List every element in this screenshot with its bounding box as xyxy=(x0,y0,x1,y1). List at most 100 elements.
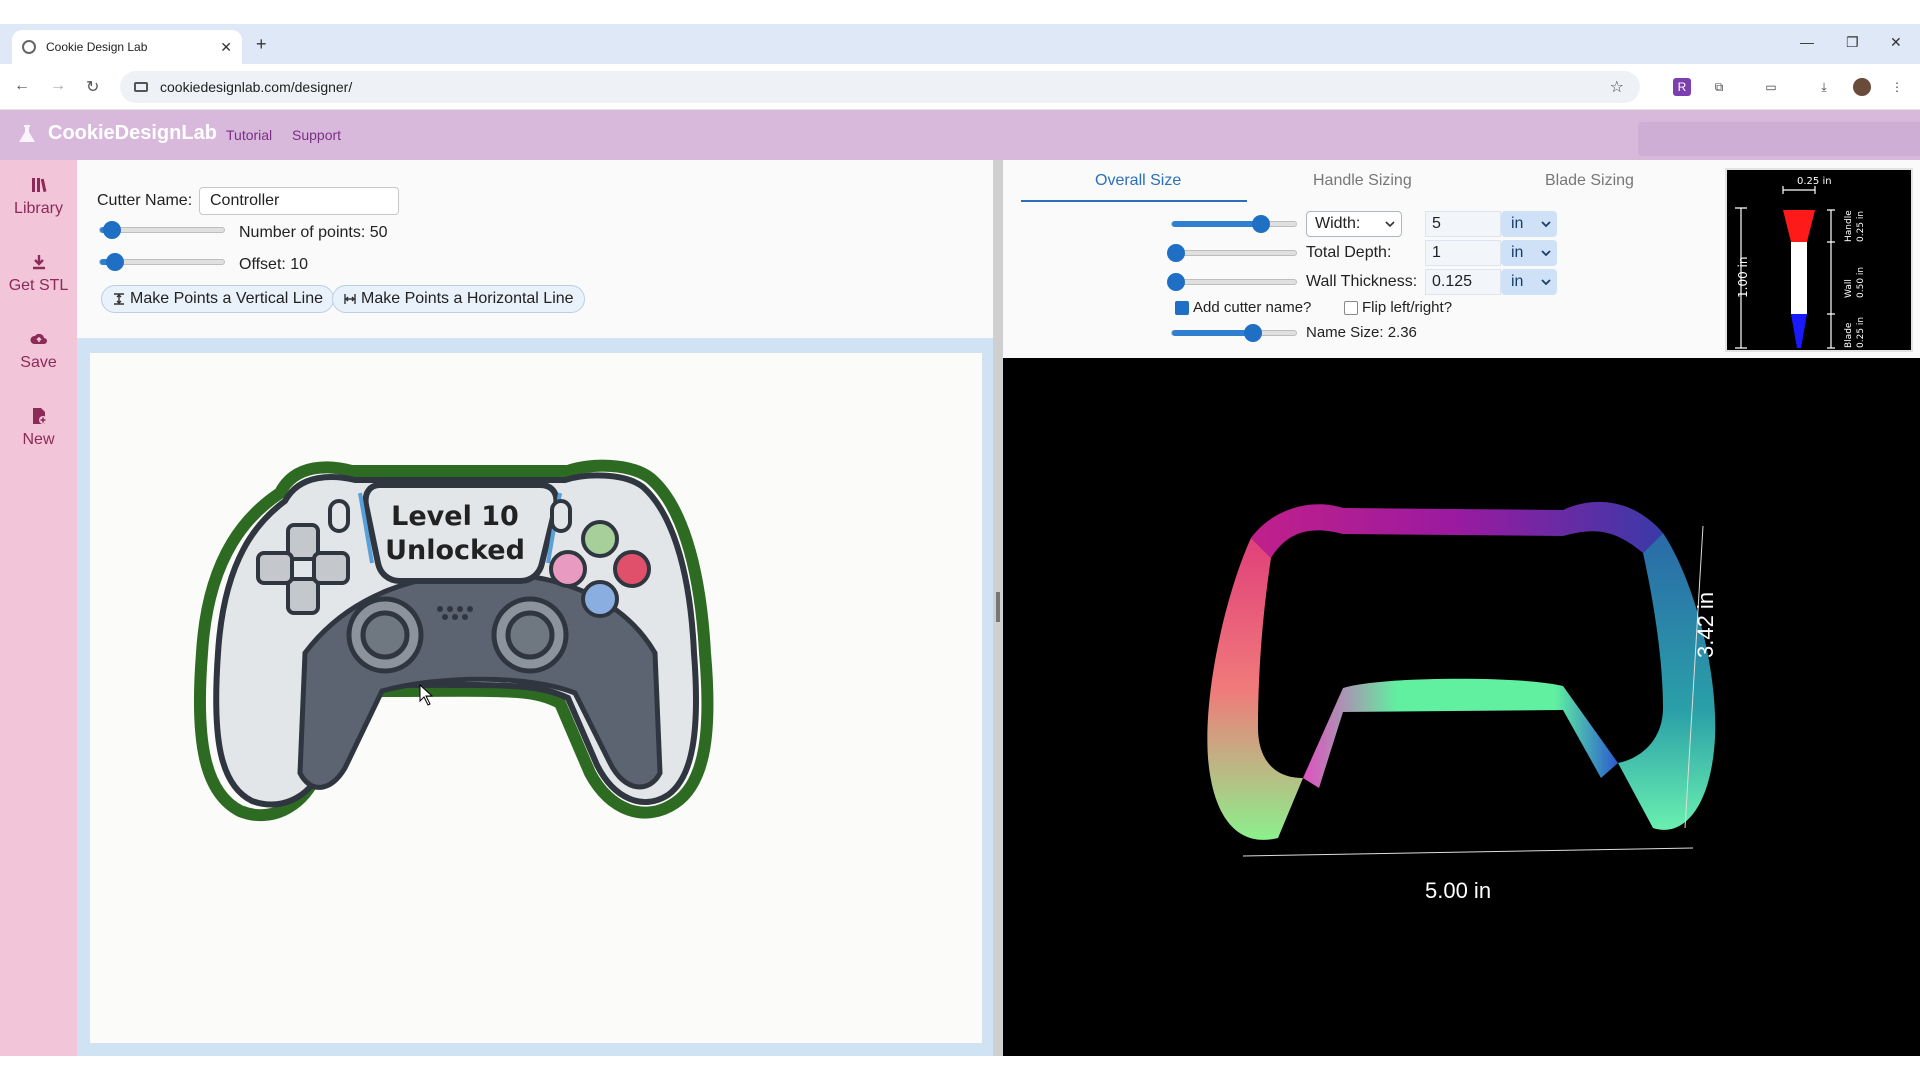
3d-preview-viewport[interactable]: 5.00 in 3.42 in xyxy=(1003,358,1920,1056)
profile-handle-label: Handle xyxy=(1844,210,1854,242)
profile-wall xyxy=(1791,242,1807,314)
name-size-label: Name Size: 2.36 xyxy=(1306,324,1417,341)
browser-tab[interactable]: Cookie Design Lab ✕ xyxy=(12,30,242,64)
wall-unit-select[interactable]: in xyxy=(1501,269,1557,295)
downloads-icon[interactable]: ⤓ xyxy=(1821,80,1827,94)
wall-thickness-label: Wall Thickness: xyxy=(1306,273,1418,290)
close-window-icon[interactable]: ✕ xyxy=(1890,34,1902,50)
canvas-text-line2: Unlocked xyxy=(385,535,525,566)
offset-slider[interactable] xyxy=(99,253,225,271)
close-tab-icon[interactable]: ✕ xyxy=(220,38,232,55)
tab-overall-size[interactable]: Overall Size xyxy=(1095,172,1182,189)
width-slider[interactable] xyxy=(1171,215,1297,233)
face-buttons xyxy=(549,520,651,618)
designer-controls: Cutter Name: Controller Number of points… xyxy=(77,160,993,338)
globe-icon xyxy=(22,40,36,54)
puzzle-icon[interactable]: ⧉ xyxy=(1714,80,1724,94)
support-link[interactable]: Support xyxy=(292,127,342,143)
sizing-controls: Overall Size Handle Sizing Blade Sizing … xyxy=(1003,160,1920,358)
points-label: Number of points: 50 xyxy=(239,224,388,241)
vertical-line-label: Make Points a Vertical Line xyxy=(130,290,323,307)
width-unit-select[interactable]: in xyxy=(1501,211,1557,237)
depth-slider[interactable] xyxy=(1166,244,1297,262)
profile-blade-label: Blade xyxy=(1844,322,1854,348)
cutter-name-input[interactable]: Controller xyxy=(199,187,399,215)
profile-top-label: 0.25 in xyxy=(1797,176,1832,187)
tab-handle-sizing[interactable]: Handle Sizing xyxy=(1313,172,1412,189)
width-input[interactable]: 5 xyxy=(1425,211,1501,237)
forward-icon[interactable]: → xyxy=(50,77,66,94)
designer-panel: Cutter Name: Controller Number of points… xyxy=(77,160,993,1056)
depth-dimension-label: 3.42 in xyxy=(1693,591,1718,658)
app-header: CookieDesignLab Tutorial Support xyxy=(0,110,1920,160)
profile-wall-value: 0.50 in xyxy=(1856,267,1866,298)
render-top-band xyxy=(1251,501,1663,558)
sidebar-item-library[interactable]: Library xyxy=(0,176,77,218)
new-file-icon xyxy=(32,408,47,424)
horizontal-line-label: Make Points a Horizontal Line xyxy=(361,290,574,307)
new-tab-icon[interactable]: + xyxy=(256,34,267,54)
depth-unit-value: in xyxy=(1511,244,1524,261)
points-slider[interactable] xyxy=(99,221,225,239)
minimize-icon[interactable]: — xyxy=(1800,34,1814,50)
sidebar-item-get-stl[interactable]: Get STL xyxy=(0,253,77,295)
profile-handle xyxy=(1783,210,1815,242)
site-info-icon[interactable] xyxy=(134,82,148,92)
sidebar-label-get-stl: Get STL xyxy=(8,277,69,294)
depth-unit-select[interactable]: in xyxy=(1501,240,1557,266)
tutorial-link[interactable]: Tutorial xyxy=(226,127,273,143)
render-bottom-bridge xyxy=(1303,678,1618,788)
width-unit-value: in xyxy=(1511,215,1524,232)
reload-icon[interactable]: ↻ xyxy=(86,79,100,96)
divider-grip[interactable] xyxy=(996,592,1000,622)
active-tab-indicator xyxy=(1021,200,1247,202)
profile-wall-label: Wall xyxy=(1844,279,1854,298)
flip-checkbox[interactable] xyxy=(1344,301,1358,315)
chevron-down-icon xyxy=(1541,279,1551,286)
horizontal-line-button[interactable]: Make Points a Horizontal Line xyxy=(332,285,585,313)
brand-logo[interactable]: CookieDesignLab xyxy=(18,122,217,145)
panel-divider[interactable] xyxy=(993,160,1003,1056)
3d-cutter-render[interactable] xyxy=(1003,358,1920,1056)
cutter-outline xyxy=(193,459,714,822)
depth-input[interactable]: 1 xyxy=(1425,240,1501,266)
name-size-slider[interactable] xyxy=(1171,324,1297,342)
wall-thickness-input[interactable]: 0.125 xyxy=(1425,269,1501,295)
cutter-name-label: Cutter Name: xyxy=(97,192,193,209)
design-canvas[interactable]: Level 10 Unlocked xyxy=(89,352,983,1044)
dimension-select[interactable]: Width: xyxy=(1306,211,1402,237)
flask-icon xyxy=(19,124,35,142)
sidebar-item-save[interactable]: Save xyxy=(0,330,77,372)
analog-sticks xyxy=(346,596,569,674)
bookmark-star-icon[interactable]: ☆ xyxy=(1609,79,1624,96)
menu-dots-icon[interactable]: ⋮ xyxy=(1891,80,1903,94)
tab-search-icon[interactable]: ▭ xyxy=(1765,80,1777,94)
restore-icon[interactable]: ❐ xyxy=(1846,34,1859,50)
controller-drawing[interactable]: Level 10 Unlocked xyxy=(90,353,984,1045)
header-account-area[interactable] xyxy=(1638,122,1920,156)
back-icon[interactable]: ← xyxy=(14,77,30,94)
chevron-down-icon xyxy=(1385,221,1395,228)
wall-thickness-slider[interactable] xyxy=(1166,273,1297,291)
flip-label: Flip left/right? xyxy=(1362,299,1453,316)
chevron-down-icon xyxy=(1541,221,1551,228)
sidebar-item-new[interactable]: New xyxy=(0,407,77,449)
profile-blade xyxy=(1791,314,1807,348)
profile-avatar[interactable] xyxy=(1853,78,1871,96)
profile-diagram: 0.25 in 1.00 in Handle 0.25 in Wall 0.50… xyxy=(1725,168,1913,352)
profile-blade-value: 0.25 in xyxy=(1856,317,1866,348)
url-field[interactable]: cookiedesignlab.com/designer/ ☆ xyxy=(120,71,1640,103)
sidebar-label-library: Library xyxy=(14,200,63,217)
render-right-wall xyxy=(1618,533,1716,830)
render-left-wall xyxy=(1207,538,1303,840)
browser-tab-bar: Cookie Design Lab ✕ + — ❐ ✕ xyxy=(0,24,1920,64)
url-text: cookiedesignlab.com/designer/ xyxy=(160,79,353,95)
vertical-line-button[interactable]: Make Points a Vertical Line xyxy=(101,285,334,313)
extension-icon[interactable]: R xyxy=(1673,78,1691,96)
tab-blade-sizing[interactable]: Blade Sizing xyxy=(1545,172,1634,189)
add-cutter-name-checkbox[interactable] xyxy=(1175,301,1189,315)
add-cutter-name-label: Add cutter name? xyxy=(1193,299,1312,316)
mouse-cursor xyxy=(419,683,434,706)
canvas-text-line1: Level 10 xyxy=(391,501,519,532)
horizontal-line-icon xyxy=(344,294,356,304)
